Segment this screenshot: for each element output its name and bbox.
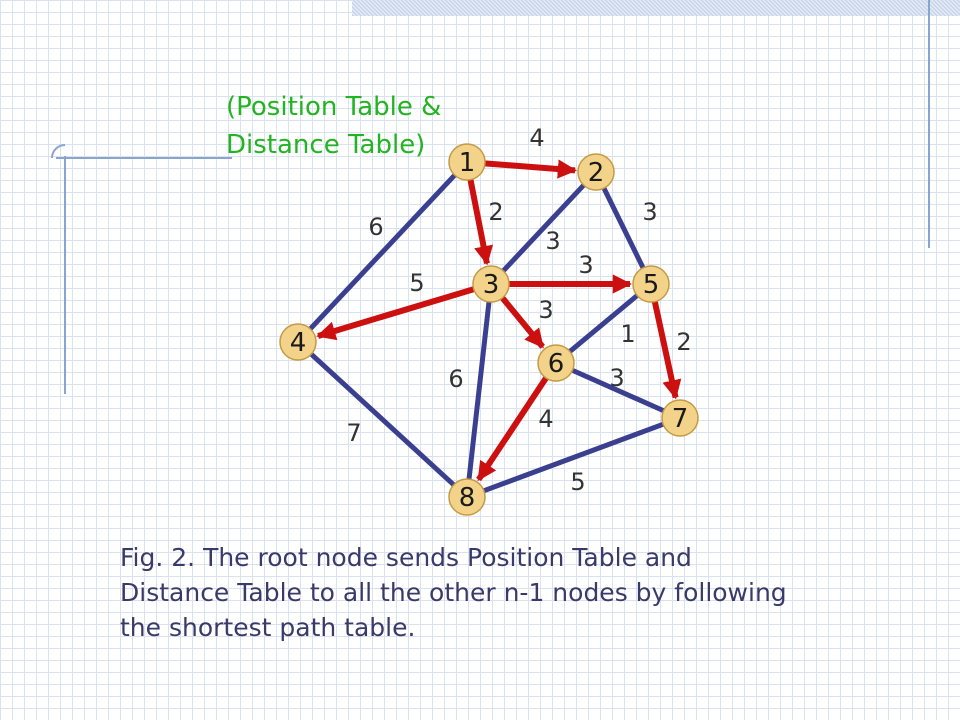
caption-line2: Distance Table to all the other n-1 node… (120, 578, 787, 607)
edge-weight-5-6: 1 (620, 320, 635, 348)
graph-edge-7-8 (479, 421, 668, 494)
graph-edge-6-7 (568, 366, 668, 415)
graph-node-2: 2 (577, 153, 615, 191)
tree-edge-3-6 (498, 294, 545, 349)
edge-weight-4-8: 7 (346, 419, 361, 447)
graph-node-4: 4 (279, 323, 317, 361)
node-circle-6 (537, 344, 575, 382)
table-note-line1: (Position Table & (226, 92, 442, 122)
edge-weight-3-5: 3 (578, 251, 593, 279)
tree-edge-5-7 (651, 299, 682, 400)
table-note: (Position Table & Distance Table) (226, 88, 506, 164)
node-circle-8 (448, 478, 486, 516)
edge-weight-3-6: 3 (538, 296, 553, 324)
edge-weight-2-5: 3 (642, 198, 657, 226)
node-circle-1 (448, 143, 486, 181)
node-circle-2 (577, 153, 615, 191)
graph-node-7: 7 (661, 399, 699, 437)
graph-edge-2-3 (499, 181, 588, 275)
tree-edge-6-8 (476, 374, 550, 482)
node-label-4: 4 (290, 328, 307, 358)
edge-layer (306, 159, 682, 494)
edge-weight-3-8: 6 (448, 365, 463, 393)
edge-weight-2-3: 3 (545, 227, 560, 255)
top-decorative-rule (56, 157, 232, 159)
top-decorative-band (352, 0, 960, 16)
edge-weight-1-3: 2 (488, 198, 503, 226)
tree-edge-1-3 (467, 177, 494, 266)
graph-node-8: 8 (448, 478, 486, 516)
node-label-8: 8 (459, 483, 476, 513)
graph-edge-4-8 (307, 350, 458, 489)
graph-edge-3-8 (466, 297, 492, 484)
node-label-5: 5 (643, 270, 660, 300)
graph-node-6: 6 (537, 344, 575, 382)
figure-caption: Fig. 2. The root node sends Position Tab… (120, 540, 910, 645)
caption-line3: the shortest path table. (120, 613, 416, 642)
right-decorative-rule (928, 0, 930, 248)
left-decorative-rule (64, 156, 66, 394)
table-note-line2: Distance Table) (226, 130, 426, 160)
tree-edge-3-4 (316, 285, 477, 341)
graph-edge-2-5 (600, 183, 647, 273)
graph-node-3: 3 (472, 265, 510, 303)
node-circle-5 (632, 265, 670, 303)
node-circle-7 (661, 399, 699, 437)
graph-edge-5-6 (565, 291, 642, 356)
node-label-7: 7 (672, 404, 689, 434)
corner-decorative-arc (51, 144, 65, 158)
graph-edge-1-4 (306, 171, 459, 333)
node-label-2: 2 (588, 158, 605, 188)
caption-line1: Fig. 2. The root node sends Position Tab… (120, 543, 692, 572)
edge-weight-1-4: 6 (368, 213, 383, 241)
node-label-1: 1 (459, 148, 476, 178)
edge-weight-7-8: 5 (570, 468, 585, 496)
node-circle-3 (472, 265, 510, 303)
node-label-6: 6 (548, 349, 565, 379)
edge-weight-5-7: 2 (676, 328, 691, 356)
edge-weight-6-7: 3 (609, 364, 624, 392)
edge-weight-6-8: 4 (538, 405, 553, 433)
graph-node-5: 5 (632, 265, 670, 303)
tree-edge-1-2 (482, 159, 577, 179)
graph-node-1: 1 (448, 143, 486, 181)
edge-weight-1-2: 4 (529, 124, 544, 152)
node-circle-4 (279, 323, 317, 361)
node-label-3: 3 (483, 270, 500, 300)
edge-weight-3-4: 5 (409, 269, 424, 297)
